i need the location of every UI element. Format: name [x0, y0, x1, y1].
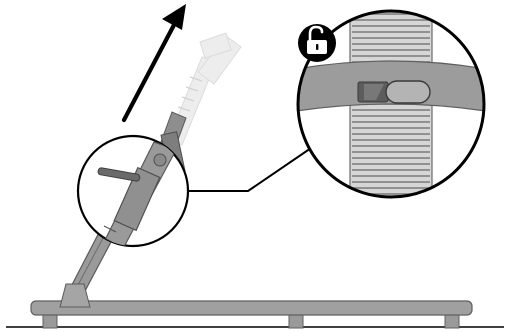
small-detail-sleeve	[113, 166, 161, 232]
magnified-callout	[296, 9, 486, 199]
base-frame	[30, 300, 473, 329]
arrow-up-right-icon	[121, 4, 186, 123]
callout-leader-line	[188, 145, 315, 192]
latch-slider	[385, 80, 431, 104]
base-rail	[30, 300, 473, 316]
unlocked-padlock-icon	[298, 24, 336, 62]
post-hinge-bracket	[59, 283, 91, 308]
small-detail-handle	[97, 167, 141, 182]
small-detail-circle	[76, 134, 190, 248]
